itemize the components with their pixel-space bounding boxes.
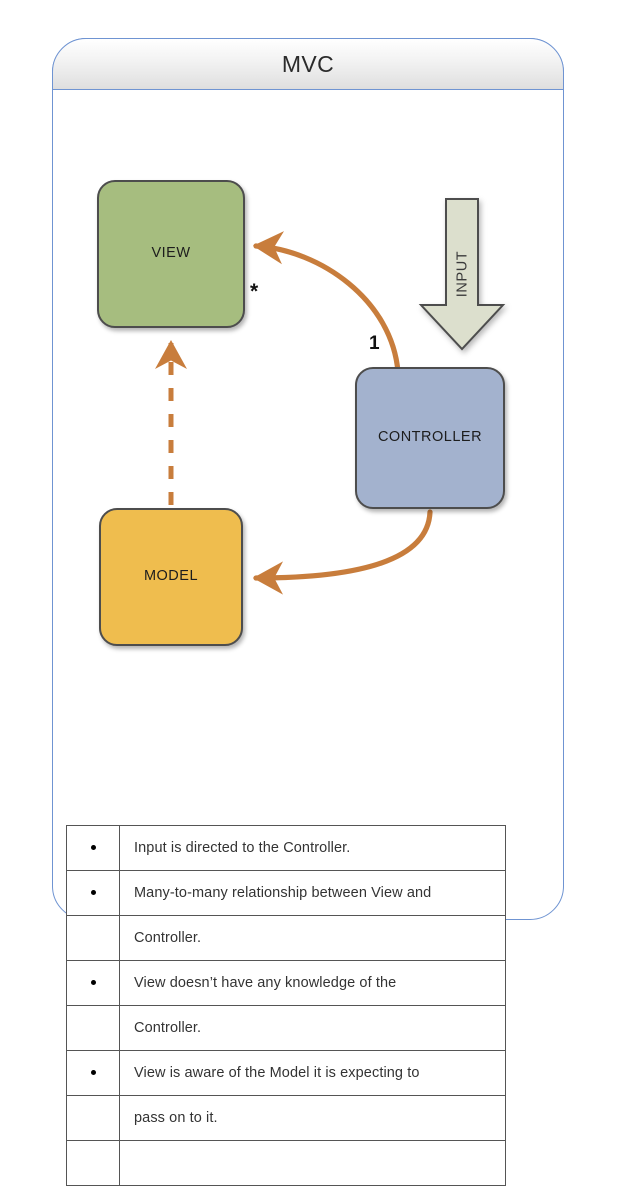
bullet-cell xyxy=(66,1005,120,1051)
bullet-icon xyxy=(90,845,96,851)
node-model-label: MODEL xyxy=(143,568,199,585)
multiplicity-one: 1 xyxy=(369,333,380,354)
input-arrow-label-wrap: INPUT xyxy=(449,215,475,333)
table-row: Many-to-many relationship between View a… xyxy=(66,870,506,916)
bullet-cell xyxy=(66,1050,120,1096)
table-row: Controller. xyxy=(66,915,506,961)
bullet-icon xyxy=(90,1070,96,1076)
note-text: View is aware of the Model it is expecti… xyxy=(119,1050,506,1096)
input-arrow-label: INPUT xyxy=(454,250,470,298)
node-view[interactable]: VIEW xyxy=(97,180,245,328)
bullet-icon xyxy=(90,890,96,896)
bullet-cell xyxy=(66,1140,120,1186)
bullet-cell xyxy=(66,870,120,916)
bullet-icon xyxy=(90,980,96,986)
bullet-cell xyxy=(66,825,120,871)
node-view-label: VIEW xyxy=(151,245,191,262)
mvc-title-bar: MVC xyxy=(52,38,564,90)
node-model[interactable]: MODEL xyxy=(99,508,243,646)
notes-table: Input is directed to the Controller.Many… xyxy=(66,825,506,1186)
note-text: Controller. xyxy=(119,915,506,961)
bullet-cell xyxy=(66,915,120,961)
node-controller[interactable]: CONTROLLER xyxy=(355,367,505,509)
note-text xyxy=(119,1140,506,1186)
note-text: pass on to it. xyxy=(119,1095,506,1141)
node-controller-label: CONTROLLER xyxy=(377,429,483,446)
bullet-cell xyxy=(66,960,120,1006)
table-row: pass on to it. xyxy=(66,1095,506,1141)
page-title: MVC xyxy=(281,50,335,77)
table-row: View is aware of the Model it is expecti… xyxy=(66,1050,506,1096)
bullet-cell xyxy=(66,1095,120,1141)
note-text: Controller. xyxy=(119,1005,506,1051)
note-text: Many-to-many relationship between View a… xyxy=(119,870,506,916)
input-block-arrow xyxy=(417,197,507,352)
table-row: View doesn’t have any knowledge of the xyxy=(66,960,506,1006)
note-text: View doesn’t have any knowledge of the xyxy=(119,960,506,1006)
table-row: Input is directed to the Controller. xyxy=(66,825,506,871)
table-row: Controller. xyxy=(66,1005,506,1051)
note-text: Input is directed to the Controller. xyxy=(119,825,506,871)
notes-table-body: Input is directed to the Controller.Many… xyxy=(66,825,506,1186)
table-row xyxy=(66,1140,506,1186)
multiplicity-star: * xyxy=(250,280,259,303)
